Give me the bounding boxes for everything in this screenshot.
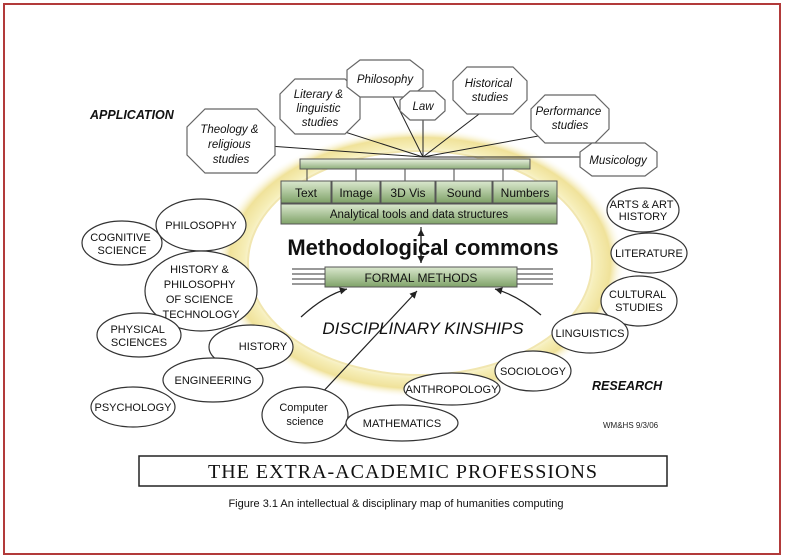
historical-line2: studies (472, 92, 509, 104)
research-heading: RESEARCH (592, 379, 663, 393)
formal-methods-box (324, 266, 518, 288)
tool-box-numbers (492, 180, 558, 204)
tool-box-text (280, 180, 332, 204)
disciplinary-map-diagram: APPLICATION RESEARCH Theology & religiou… (81, 59, 688, 487)
kinships-label: DISCIPLINARY KINSHIPS (322, 319, 524, 338)
theology-octagon (186, 108, 276, 174)
analytical-tools-bar (280, 203, 558, 225)
tool-box-image (331, 180, 381, 204)
theology-line1: Theology & (200, 124, 259, 136)
physical-label: PHYSICAL SCIENCES (110, 324, 167, 349)
history-philosophy-line4: TECHNOLOGY (162, 309, 240, 321)
figure-caption: Figure 3.1 An intellectual & disciplinar… (228, 498, 564, 510)
theology-line2: religious (208, 139, 251, 151)
arts-line1: ARTS & ART (610, 199, 674, 211)
discipline-clouds (81, 187, 688, 444)
literary-label: Literary & linguistic studies (294, 89, 346, 129)
banner-box (138, 455, 668, 487)
cultural-line1: CULTURAL (609, 289, 666, 301)
anthropology-cloud (403, 372, 501, 406)
historical-line1: Historical (465, 78, 513, 90)
discipline-labels: COGNITIVE SCIENCE PHILOSOPHY HISTORY & P… (90, 199, 683, 430)
tool-3dvis-label: 3D Vis (390, 186, 425, 200)
physical-line2: SCIENCES (111, 337, 167, 349)
history-philosophy-cloud (144, 250, 258, 332)
engineering-cloud (162, 357, 264, 403)
application-labels: Theology & religious studies Literary & … (200, 74, 648, 167)
arts-line2: HISTORY (619, 211, 668, 223)
literature-cloud (610, 232, 688, 274)
arts-label: ARTS & ART HISTORY (610, 199, 677, 223)
computer-science-line1: Computer (279, 402, 328, 414)
musicology-octagon (579, 142, 658, 177)
credit-label: WM&HS 9/3/06 (603, 421, 659, 430)
law-label: Law (412, 101, 434, 113)
application-lines (254, 84, 593, 158)
performance-label: Performance studies (535, 106, 604, 132)
mathematics-label: MATHEMATICS (363, 418, 441, 430)
literature-label: LITERATURE (615, 248, 683, 260)
application-octagons (186, 59, 658, 177)
psychology-label: PSYCHOLOGY (94, 402, 172, 414)
formal-methods-lines (292, 268, 553, 285)
performance-octagon (530, 94, 610, 144)
literary-line3: studies (302, 117, 339, 129)
computer-science-cloud (261, 386, 349, 444)
physical-cloud (96, 312, 182, 358)
history-label: HISTORY (239, 341, 288, 353)
cognitive-line2: SCIENCE (98, 245, 147, 257)
formal-methods-label: FORMAL METHODS (365, 271, 478, 285)
performance-line1: Performance (535, 106, 601, 118)
law-octagon (399, 90, 446, 121)
history-philosophy-line1: HISTORY & (170, 264, 229, 276)
cognitive-line1: COGNITIVE (90, 232, 151, 244)
history-philosophy-label: HISTORY & PHILOSOPHY OF SCIENCE TECHNOLO… (162, 264, 240, 321)
sociology-cloud (494, 350, 572, 392)
theology-line3: studies (213, 154, 250, 166)
hub-bar (299, 158, 531, 170)
cultural-line2: STUDIES (615, 302, 663, 314)
analytical-tools-label: Analytical tools and data structures (330, 209, 509, 221)
mathematics-cloud (345, 404, 459, 442)
engineering-label: ENGINEERING (174, 375, 251, 387)
philosophy-disc-label: PHILOSOPHY (165, 220, 237, 232)
computer-science-line2: science (286, 416, 323, 428)
history-philosophy-line2: PHILOSOPHY (164, 279, 236, 291)
anthropology-label: ANTHROPOLOGY (406, 384, 500, 396)
kinship-arrow-left (300, 287, 348, 318)
linguistics-label: LINGUISTICS (555, 328, 624, 340)
literary-line2: linguistic (296, 103, 340, 115)
tool-boxes (280, 180, 558, 225)
banner-text: THE EXTRA-ACADEMIC PROFESSIONS (208, 461, 598, 483)
tool-box-sound (435, 180, 493, 204)
kinship-arrow-right (494, 287, 542, 316)
hub-connectors (306, 169, 504, 181)
cultural-label: CULTURAL STUDIES (609, 289, 669, 314)
computer-science-label: Computer science (279, 402, 330, 428)
cultural-cloud (600, 275, 678, 327)
arts-cloud (606, 187, 680, 233)
tool-box-3dvis (380, 180, 436, 204)
history-philosophy-line3: OF SCIENCE (166, 294, 233, 306)
historical-label: Historical studies (465, 78, 516, 104)
performance-line2: studies (552, 120, 589, 132)
philosophy-app-label: Philosophy (357, 74, 415, 86)
tool-numbers-label: Numbers (501, 186, 550, 200)
sociology-label: SOCIOLOGY (500, 366, 567, 378)
physical-line1: PHYSICAL (110, 324, 164, 336)
cognitive-cloud (81, 220, 163, 266)
psychology-cloud (90, 386, 176, 428)
figure-frame: APPLICATION RESEARCH Theology & religiou… (3, 3, 781, 555)
linguistics-cloud (551, 312, 629, 354)
tool-text-label: Text (295, 186, 318, 200)
commons-title: Methodological commons (287, 235, 558, 260)
tool-image-label: Image (339, 186, 373, 200)
literary-line1: Literary & (294, 89, 344, 101)
cognitive-label: COGNITIVE SCIENCE (90, 232, 154, 257)
historical-octagon (452, 66, 528, 115)
theology-label: Theology & religious studies (200, 124, 261, 166)
musicology-label: Musicology (589, 155, 648, 167)
application-heading: APPLICATION (89, 108, 175, 122)
tool-sound-label: Sound (447, 186, 482, 200)
